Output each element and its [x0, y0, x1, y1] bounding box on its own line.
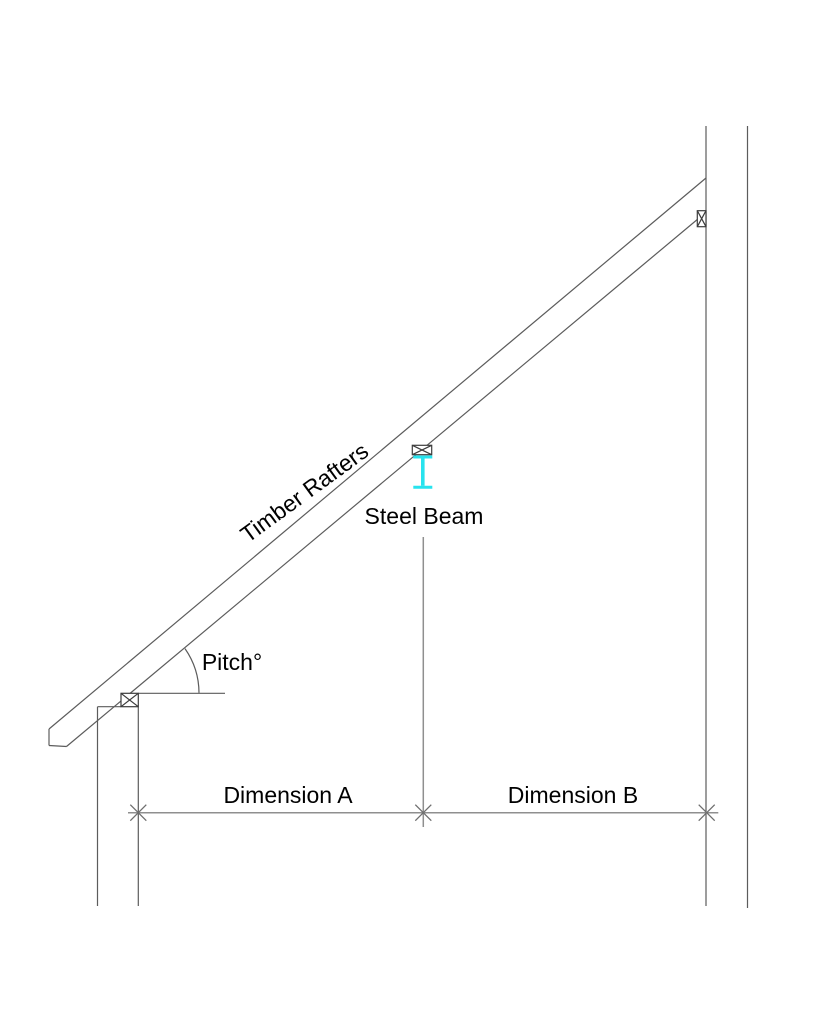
wall-plate-symbols-group — [120, 210, 707, 708]
pitch-label: Pitch° — [202, 649, 262, 675]
wall-plate-right-cross-b — [696, 210, 707, 227]
rafter-top-edge-line — [48, 177, 707, 730]
tick-middle-backslash-icon — [414, 804, 432, 822]
dimension-a-label: Dimension A — [223, 782, 353, 808]
tick-left-backslash-icon — [129, 804, 147, 822]
steel-beam-icon — [413, 455, 433, 489]
beam-plate-icon — [411, 444, 433, 456]
beam-plate-cross-b — [412, 444, 432, 456]
tick-right-backslash-icon — [698, 804, 716, 822]
dimension-ticks-group — [129, 804, 716, 822]
eave-seat-cut-line — [48, 744, 67, 748]
structure-lines-group — [48, 126, 749, 908]
dimension-b-label: Dimension B — [508, 782, 638, 808]
steel-beam-label: Steel Beam — [365, 503, 484, 529]
pitch-angle-arc — [184, 648, 200, 693]
rafter-bottom-edge-line — [66, 219, 698, 747]
wall-plate-left-cross-b — [120, 692, 139, 708]
wall-plate-left-icon — [120, 692, 139, 708]
wall-plate-right-icon — [696, 210, 707, 228]
